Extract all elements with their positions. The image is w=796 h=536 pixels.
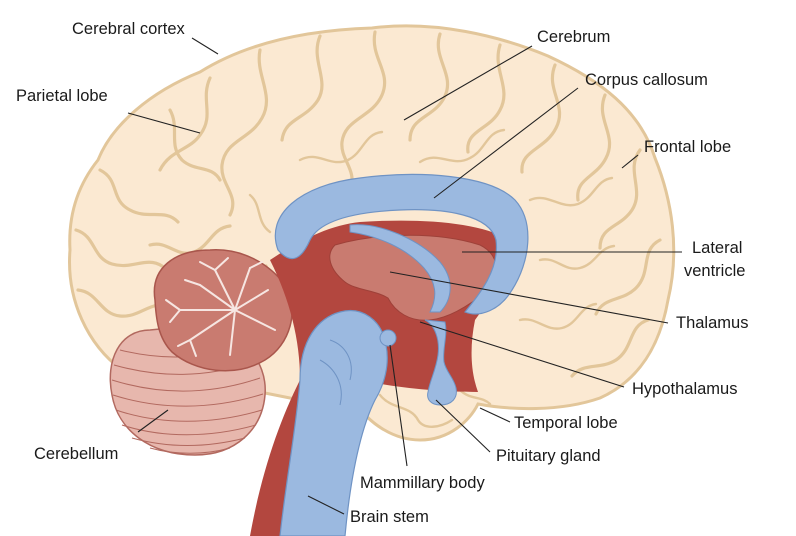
label-frontal-lobe: Frontal lobe xyxy=(644,138,731,156)
thalamus-shape xyxy=(329,234,497,321)
cerebellum xyxy=(109,249,293,456)
label-lateral-ventricle-line2: ventricle xyxy=(684,262,745,280)
label-brain-stem: Brain stem xyxy=(350,508,429,526)
label-mammillary-body: Mammillary body xyxy=(360,474,485,492)
brain-stem-shape xyxy=(279,310,388,536)
leader-lines xyxy=(127,37,682,515)
third-ventricle xyxy=(424,319,457,406)
label-lateral-ventricle-line1: Lateral xyxy=(692,239,742,257)
label-temporal-lobe: Temporal lobe xyxy=(514,414,618,432)
label-thalamus: Thalamus xyxy=(676,314,748,332)
label-pituitary-gland: Pituitary gland xyxy=(496,447,601,465)
label-cerebral-cortex: Cerebral cortex xyxy=(72,20,186,38)
label-corpus-callosum: Corpus callosum xyxy=(585,71,708,89)
label-cerebellum: Cerebellum xyxy=(34,445,118,463)
labels: Cerebral cortex Parietal lobe Cerebrum C… xyxy=(16,20,748,526)
mammillary-body-shape xyxy=(379,329,397,347)
label-cerebrum: Cerebrum xyxy=(537,28,610,46)
fornix-shape xyxy=(349,224,451,313)
label-parietal-lobe: Parietal lobe xyxy=(16,87,108,105)
label-hypothalamus: Hypothalamus xyxy=(632,380,737,398)
corpus-callosum-shape xyxy=(274,173,529,315)
